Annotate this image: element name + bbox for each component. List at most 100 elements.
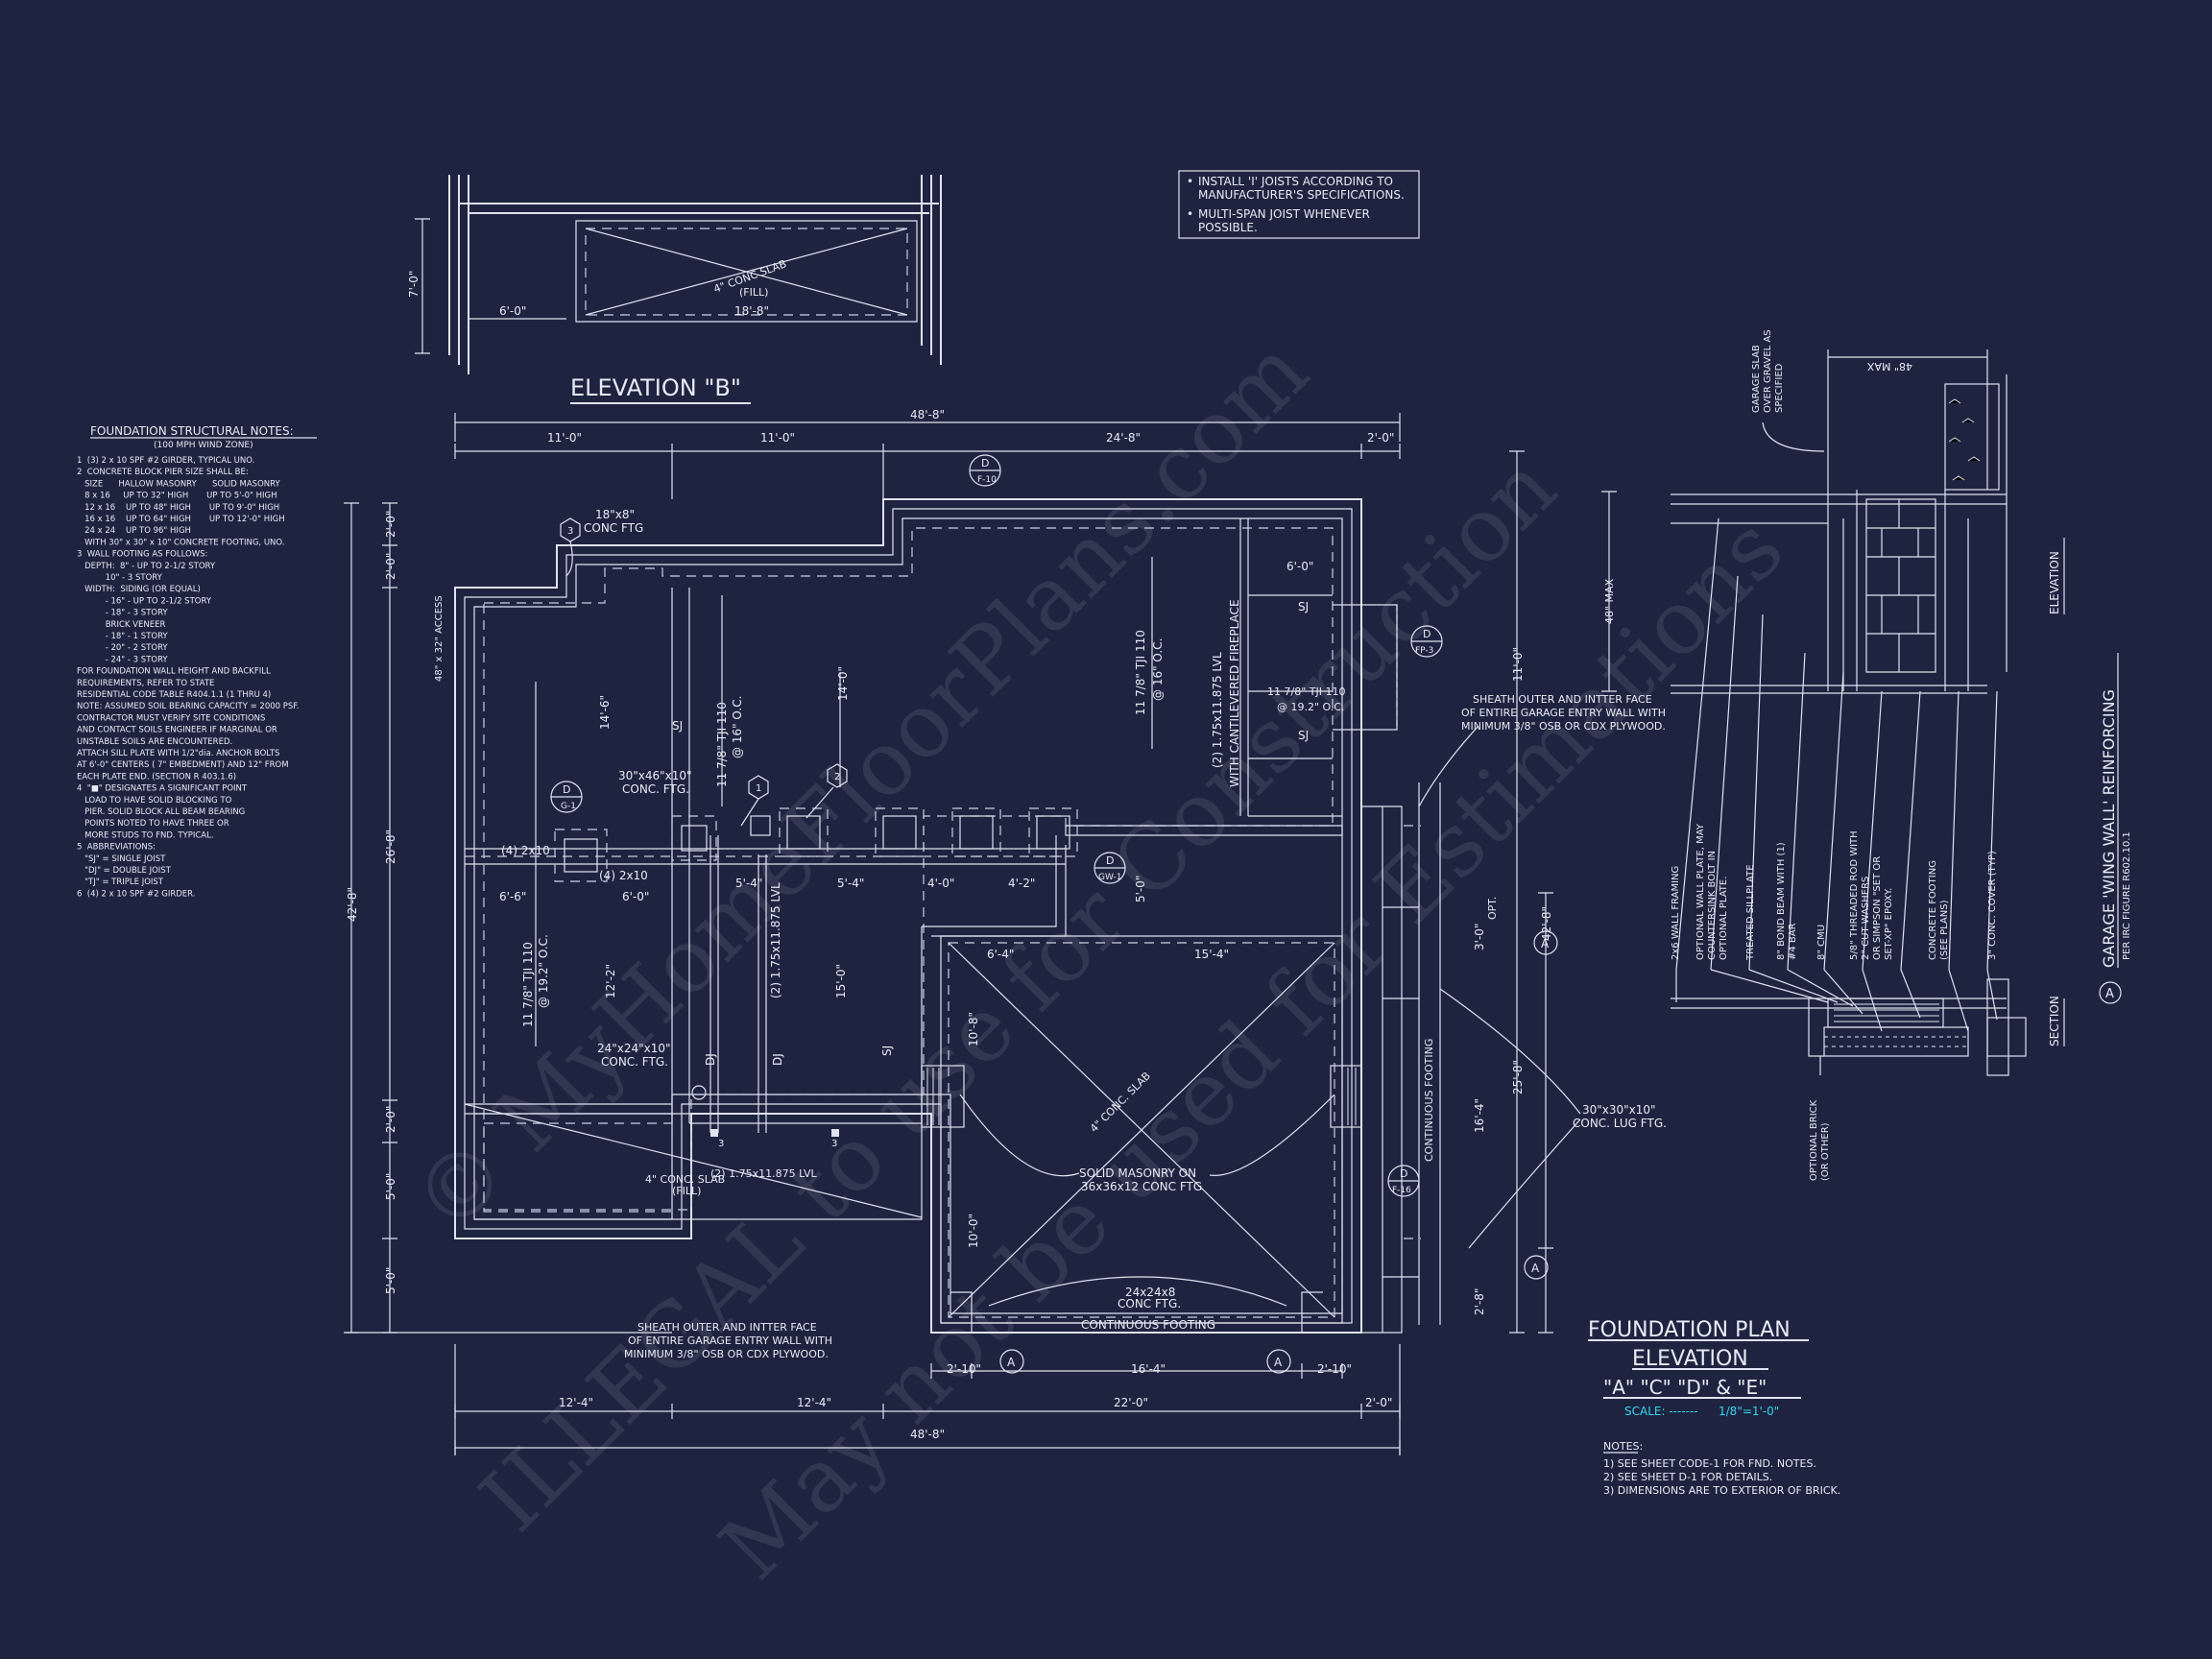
tag-hex-1: 1 — [740, 775, 769, 827]
struct-note-line: 24 x 24 UP TO 96" HIGH — [77, 526, 191, 536]
elevation-b-title: ELEVATION "B" — [570, 374, 741, 401]
struct-note-line: 5 ABBREVIATIONS: — [77, 843, 156, 853]
notes-title: NOTES: — [1603, 1440, 1643, 1453]
struct-note-line: UNSTABLE SOILS ARE ENCOUNTERED. — [77, 737, 232, 747]
callout-8: 8" CMU — [1816, 925, 1827, 960]
struct-note-line: DEPTH: 8" - UP TO 2-1/2 STORY — [77, 562, 216, 571]
struct-notes-subtitle: (100 MPH WIND ZONE) — [154, 441, 253, 450]
svg-text:F-10: F-10 — [977, 475, 997, 485]
label-ftg-24b: CONC. FTG. — [601, 1055, 668, 1069]
detail-subtitle: PER IRC FIGURE R602.10.1 — [2122, 831, 2132, 960]
svg-text:A: A — [1007, 1356, 1016, 1369]
label-cont-footing-v: CONTINUOUS FOOTING — [1423, 1039, 1435, 1162]
dim-left-2: 2'-0" — [384, 553, 397, 580]
garage-hatch-left — [926, 1068, 940, 1125]
label-dim-146: 14'-6" — [598, 695, 612, 730]
callout-brick-1: OPTIONAL BRICK — [1809, 1099, 1819, 1181]
scale-value: 1/8"=1'-0" — [1719, 1405, 1779, 1418]
elev-b-dim-v: 7'-0" — [407, 271, 421, 298]
label-conc-ftg-18: 18"x8" — [595, 508, 635, 521]
joist-note-line2: MANUFACTURER'S SPECIFICATIONS. — [1198, 188, 1405, 202]
note-2: 2) SEE SHEET D-1 FOR DETAILS. — [1603, 1471, 1772, 1483]
watermark-line3: May not be used for Estimations — [701, 497, 1803, 1599]
svg-text:FP-3: FP-3 — [1415, 646, 1433, 656]
label-solid-masonry2: 36x36x12 CONC FTG — [1081, 1180, 1202, 1193]
dim-bottom-overall: 48'-8" — [910, 1428, 945, 1441]
struct-note-line: WITH 30" x 30" x 10" CONCRETE FOOTING, U… — [77, 538, 284, 547]
elev-b-dim-w: 18'-8" — [734, 304, 769, 318]
label-ftg-2424b: CONC FTG. — [1118, 1297, 1181, 1310]
struct-note-line: - 16" - UP TO 2-1/2 STORY — [77, 596, 212, 606]
label-sheath-bot2: OF ENTIRE GARAGE ENTRY WALL WITH — [628, 1334, 832, 1347]
struct-note-line: AT 6'-0" CENTERS ( 7" EMBEDMENT) AND 12"… — [77, 760, 289, 770]
callout-13: CONCRETE FOOTING — [1928, 860, 1938, 960]
label-ftg-24: 24"x24"x10" — [597, 1042, 671, 1055]
label-ftg-30: 30"x46"x10" — [618, 769, 692, 782]
detail-slab-label-2: OVER GRAVEL AS — [1763, 329, 1773, 413]
struct-note-line: 10" - 3 STORY — [77, 573, 163, 583]
struct-note-line: ATTACH SILL PLATE WITH 1/2"dia. ANCHOR B… — [77, 749, 279, 758]
dim-left-5: 5'-0" — [384, 1173, 397, 1200]
tag-hex-2: 2 — [805, 763, 848, 819]
label-opt: OPT. — [1486, 897, 1499, 920]
tag-a-4: A — [1266, 1349, 1291, 1374]
label-girder4b: (4) 2x10 — [599, 869, 648, 882]
garage-hatch-right — [1347, 1068, 1357, 1125]
joist-note-line4: POSSIBLE. — [1198, 221, 1258, 234]
plan-walls — [454, 498, 1441, 1334]
svg-text:A: A — [1541, 937, 1550, 950]
dim-top-3: 24'-8" — [1106, 431, 1141, 445]
dim-right-6: 2'-8" — [1473, 1288, 1486, 1315]
dim-bottom-2: 12'-4" — [797, 1396, 831, 1409]
callout-12: SET-XP" EPOXY. — [1884, 888, 1894, 960]
label-sheath-top3: MINIMUM 3/8" OSB OR CDX PLYWOOD. — [1461, 720, 1666, 733]
detail-slab-label-3: SPECIFIED — [1774, 363, 1785, 413]
callout-14: (SEE PLANS) — [1939, 900, 1950, 960]
dim-left-4: 2'-0" — [384, 1106, 397, 1133]
callout-6: 8" BOND BEAM WITH (1) — [1776, 842, 1787, 960]
structural-notes: FOUNDATION STRUCTURAL NOTES: (100 MPH WI… — [77, 424, 317, 899]
callout-15: 3" CONC. COVER (TYP) — [1987, 851, 1998, 960]
title-line2: ELEVATION — [1632, 1347, 1748, 1371]
callout-4: OPTIONAL PLATE. — [1719, 877, 1729, 960]
dim-left-3: 26'-8" — [384, 830, 397, 864]
joist-note-bullet2: • — [1187, 207, 1193, 221]
plan-beams — [465, 557, 1153, 1137]
struct-note-line: 1 (3) 2 x 10 SPF #2 GIRDER, TYPICAL UNO. — [77, 456, 254, 466]
note-1: 1) SEE SHEET CODE-1 FOR FND. NOTES. — [1603, 1457, 1816, 1470]
dim-left-6: 5'-0" — [384, 1267, 397, 1294]
label-garage-108: 10'-8" — [967, 1012, 980, 1046]
elevation-b: 7'-0" 6'-0" 4" CONC SLAB (FILL) 18'-8" E… — [407, 175, 942, 404]
piers — [554, 807, 1078, 1137]
svg-text:G-1: G-1 — [561, 802, 576, 811]
label-dim-54b: 5'-4" — [837, 877, 864, 890]
label-sj-3: SJ — [1298, 729, 1309, 742]
label-girder4: (4) 2x10 — [501, 844, 550, 857]
struct-note-line: FOR FOUNDATION WALL HEIGHT AND BACKFILL — [77, 667, 271, 677]
dim-garage-3: 2'-10" — [1317, 1362, 1352, 1376]
label-solid-masonry: SOLID MASONRY ON — [1079, 1166, 1196, 1180]
label-lvl-bot: (2) 1.75x11.875 LVL — [710, 1167, 818, 1180]
svg-text:A: A — [1531, 1262, 1540, 1275]
label-dim-6: 6'-0" — [1286, 560, 1313, 573]
label-dim-122: 12'-2" — [604, 964, 617, 998]
joist-note-box: • INSTALL 'I' JOISTS ACCORDING TO MANUFA… — [1178, 170, 1420, 239]
label-dim-60: 6'-0" — [622, 890, 649, 903]
dim-top-2: 11'-0" — [760, 431, 795, 445]
label-dim-42: 4'-2" — [1008, 877, 1035, 890]
dim-bottom-3: 22'-0" — [1114, 1396, 1148, 1409]
dim-bottom-1: 12'-4" — [559, 1396, 593, 1409]
callout-3: COUNTERSINK BOLT IN — [1707, 851, 1718, 960]
elev-b-dim-left: 6'-0" — [499, 304, 526, 318]
svg-text:D: D — [563, 783, 570, 796]
dim-right-5: 3'-0" — [1473, 924, 1486, 950]
struct-notes-title: FOUNDATION STRUCTURAL NOTES: — [90, 424, 294, 438]
section-fill — [1824, 1003, 1966, 1047]
label-tji-left-top2: @ 16" O.C. — [731, 696, 744, 758]
svg-text:D: D — [1106, 854, 1114, 867]
tag-hex-3: 3 — [560, 517, 581, 577]
struct-note-line: 16 x 16 UP TO 64" HIGH UP TO 12'-0" HIGH — [77, 515, 285, 524]
struct-note-line: 2 CONCRETE BLOCK PIER SIZE SHALL BE: — [77, 468, 249, 477]
svg-text:D: D — [1423, 628, 1431, 640]
struct-note-line: 12 x 16 UP TO 48" HIGH UP TO 9'-0" HIGH — [77, 503, 279, 513]
